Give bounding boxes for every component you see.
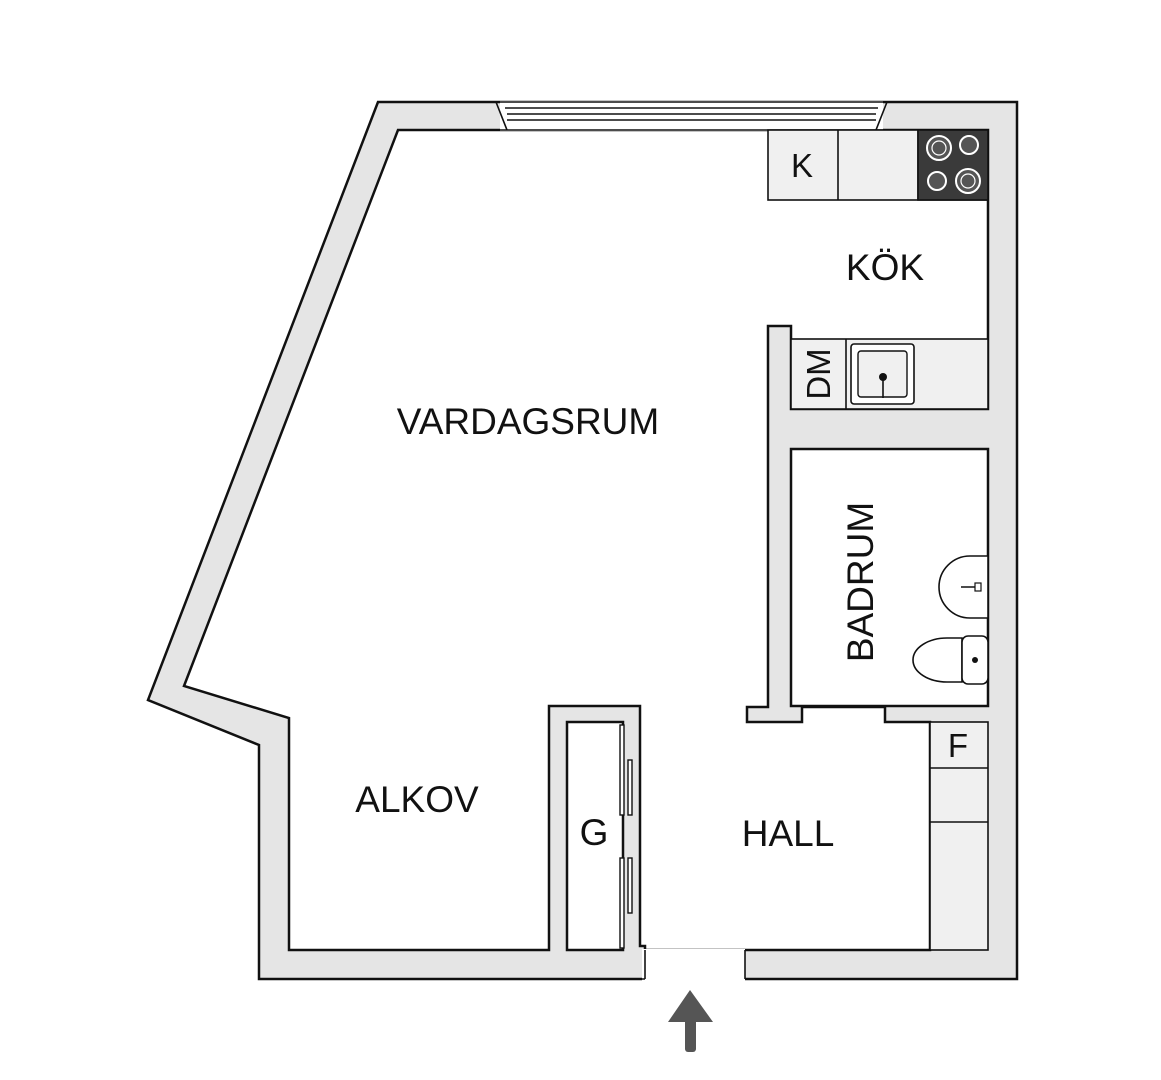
fixture-label-frys: F bbox=[948, 727, 968, 764]
entrance-opening bbox=[642, 949, 745, 981]
toilet-icon bbox=[912, 635, 989, 685]
washbasin-icon bbox=[938, 555, 989, 619]
kitchen-sink-icon bbox=[850, 343, 915, 405]
wardrobe-doors bbox=[619, 724, 633, 949]
room-label-badrum: BADRUM bbox=[840, 502, 881, 662]
room-label-kok: KÖK bbox=[846, 247, 924, 288]
wardrobe-floor bbox=[565, 720, 625, 952]
fixture-label-kyl: K bbox=[791, 147, 813, 184]
hall-cabinets bbox=[929, 721, 989, 951]
window bbox=[495, 101, 888, 131]
room-label-hall: HALL bbox=[742, 813, 835, 854]
room-label-vardagsrum: VARDAGSRUM bbox=[397, 401, 659, 442]
interior-floor bbox=[182, 128, 990, 952]
fixture-label-diskmaskin: DM bbox=[800, 348, 837, 399]
room-label-alkov: ALKOV bbox=[355, 779, 479, 820]
stove-icon bbox=[917, 129, 989, 201]
fixture-label-garderob: G bbox=[580, 812, 609, 853]
entrance-arrow-icon bbox=[668, 990, 713, 1052]
